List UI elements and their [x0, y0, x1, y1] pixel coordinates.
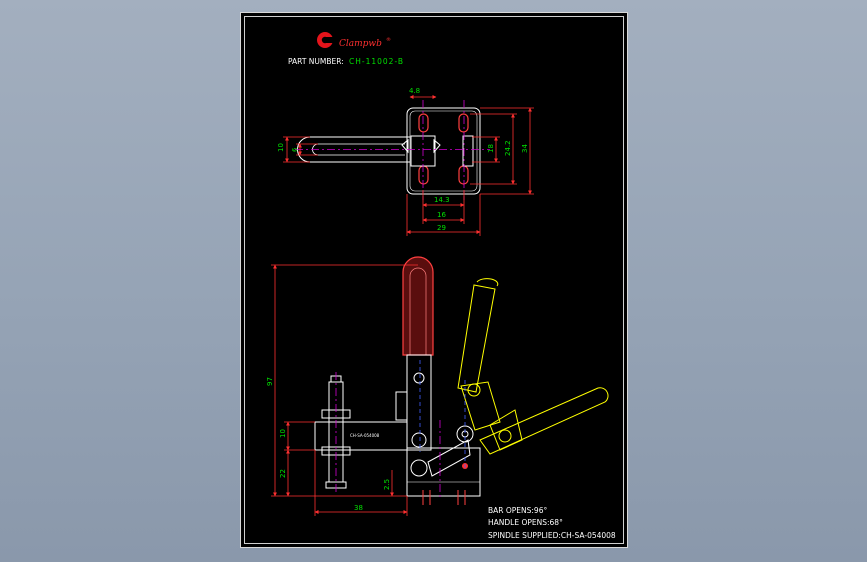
- dim-top-34: 34: [521, 144, 529, 153]
- dim-front-22: 22: [279, 469, 287, 478]
- top-view: 4.8 10 6 14.3 16 29 18 24.2 34: [277, 87, 534, 236]
- dim-top-14-3: 14.3: [434, 196, 450, 204]
- brand-name: Clampwb: [339, 39, 382, 49]
- sheet-inner-border: [244, 16, 624, 544]
- part-number-label: PART NUMBER:: [288, 57, 344, 66]
- dim-top-10: 10: [277, 143, 285, 152]
- front-view: CH-SA-054008: [266, 256, 609, 516]
- dim-top-29: 29: [437, 224, 446, 232]
- part-number-value: CH-11002-B: [349, 57, 404, 66]
- dim-top-16: 16: [437, 211, 446, 219]
- dim-front-10: 10: [279, 429, 287, 438]
- note-spindle-supplied: SPINDLE SUPPLIED:CH-SA-054008: [488, 531, 616, 540]
- note-bar-opens: BAR OPENS:96°: [488, 506, 547, 515]
- dim-top-6: 6: [291, 147, 299, 152]
- dim-front-38: 38: [354, 504, 363, 512]
- notes-block: BAR OPENS:96° HANDLE OPENS:68° SPINDLE S…: [488, 506, 616, 540]
- registered-mark: ®: [386, 36, 391, 43]
- dim-top-18: 18: [487, 144, 495, 153]
- dim-front-2-5: 2.5: [383, 479, 391, 490]
- note-handle-opens: HANDLE OPENS:68°: [488, 518, 563, 527]
- dim-top-24-2: 24.2: [504, 140, 512, 156]
- dim-front-97: 97: [266, 377, 274, 386]
- arm-part-label: CH-SA-054008: [350, 433, 380, 438]
- brand-logo: Clampwb ®: [317, 32, 391, 49]
- dim-top-4-8: 4.8: [409, 87, 420, 95]
